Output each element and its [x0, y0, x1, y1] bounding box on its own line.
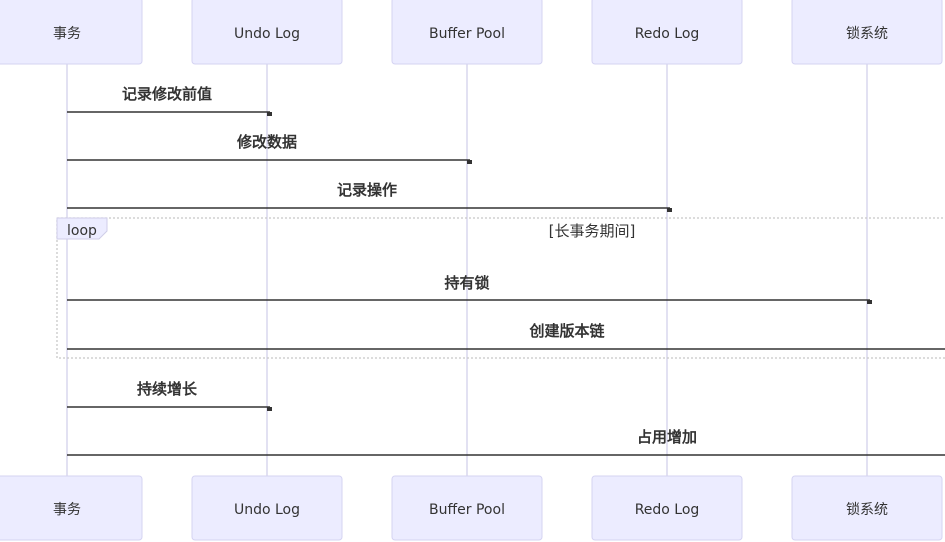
actor-buffer-top: Buffer Pool: [391, 0, 543, 65]
message-6: 持续增长: [67, 380, 272, 411]
message-label: 记录操作: [337, 181, 397, 199]
actor-lock-top: 锁系统: [791, 0, 943, 65]
arrow-head: [267, 407, 272, 411]
loop-tag: [56, 217, 108, 240]
message-7: 占用增加: [67, 428, 945, 456]
loop-condition: [长事务期间]: [549, 222, 636, 240]
actor-tx-top: 事务: [0, 0, 143, 65]
loop-fragment: loop [长事务期间]: [56, 217, 945, 359]
actor-label: Buffer Pool: [429, 26, 505, 42]
actor-label: 锁系统: [846, 26, 888, 42]
actor-tx-bottom: 事务: [0, 475, 143, 541]
message-label: 占用增加: [637, 428, 697, 446]
message-label: 修改数据: [236, 133, 297, 151]
arrow-head: [267, 112, 272, 116]
loop-border: [56, 217, 945, 359]
message-4: 持有锁: [67, 274, 872, 304]
loop-keyword: loop: [67, 223, 97, 239]
actor-redo-top: Redo Log: [591, 0, 743, 65]
lifelines: [66, 64, 868, 476]
arrow-head: [467, 160, 472, 164]
actor-label: 事务: [53, 26, 81, 42]
actors-bottom: 事务 Undo Log Buffer Pool Redo Log 锁系统: [0, 475, 943, 541]
actor-label: 事务: [53, 502, 81, 518]
message-label: 记录修改前值: [122, 85, 212, 103]
message-3: 记录操作: [67, 181, 672, 212]
arrow-head: [867, 300, 872, 304]
arrow-head: [667, 208, 672, 212]
actor-label: Redo Log: [635, 26, 700, 42]
actor-lock-bottom: 锁系统: [791, 475, 943, 541]
actor-label: Undo Log: [234, 502, 300, 518]
actor-label: Undo Log: [234, 26, 300, 42]
actor-buffer-bottom: Buffer Pool: [391, 475, 543, 541]
actor-label: Redo Log: [635, 502, 700, 518]
actor-undo-top: Undo Log: [191, 0, 343, 65]
message-label: 持续增长: [137, 380, 198, 398]
actor-redo-bottom: Redo Log: [591, 475, 743, 541]
message-5: 创建版本链: [67, 322, 945, 350]
actor-label: Buffer Pool: [429, 502, 505, 518]
actor-label: 锁系统: [846, 502, 888, 518]
message-1: 记录修改前值: [67, 85, 272, 116]
messages: 记录修改前值 修改数据 记录操作 持有锁 创建版本链 持续增长: [67, 85, 945, 456]
message-label: 持有锁: [444, 274, 489, 292]
actors-top: 事务 Undo Log Buffer Pool Redo Log 锁系统: [0, 0, 943, 65]
message-label: 创建版本链: [528, 322, 605, 340]
message-2: 修改数据: [67, 133, 472, 164]
actor-undo-bottom: Undo Log: [191, 475, 343, 541]
